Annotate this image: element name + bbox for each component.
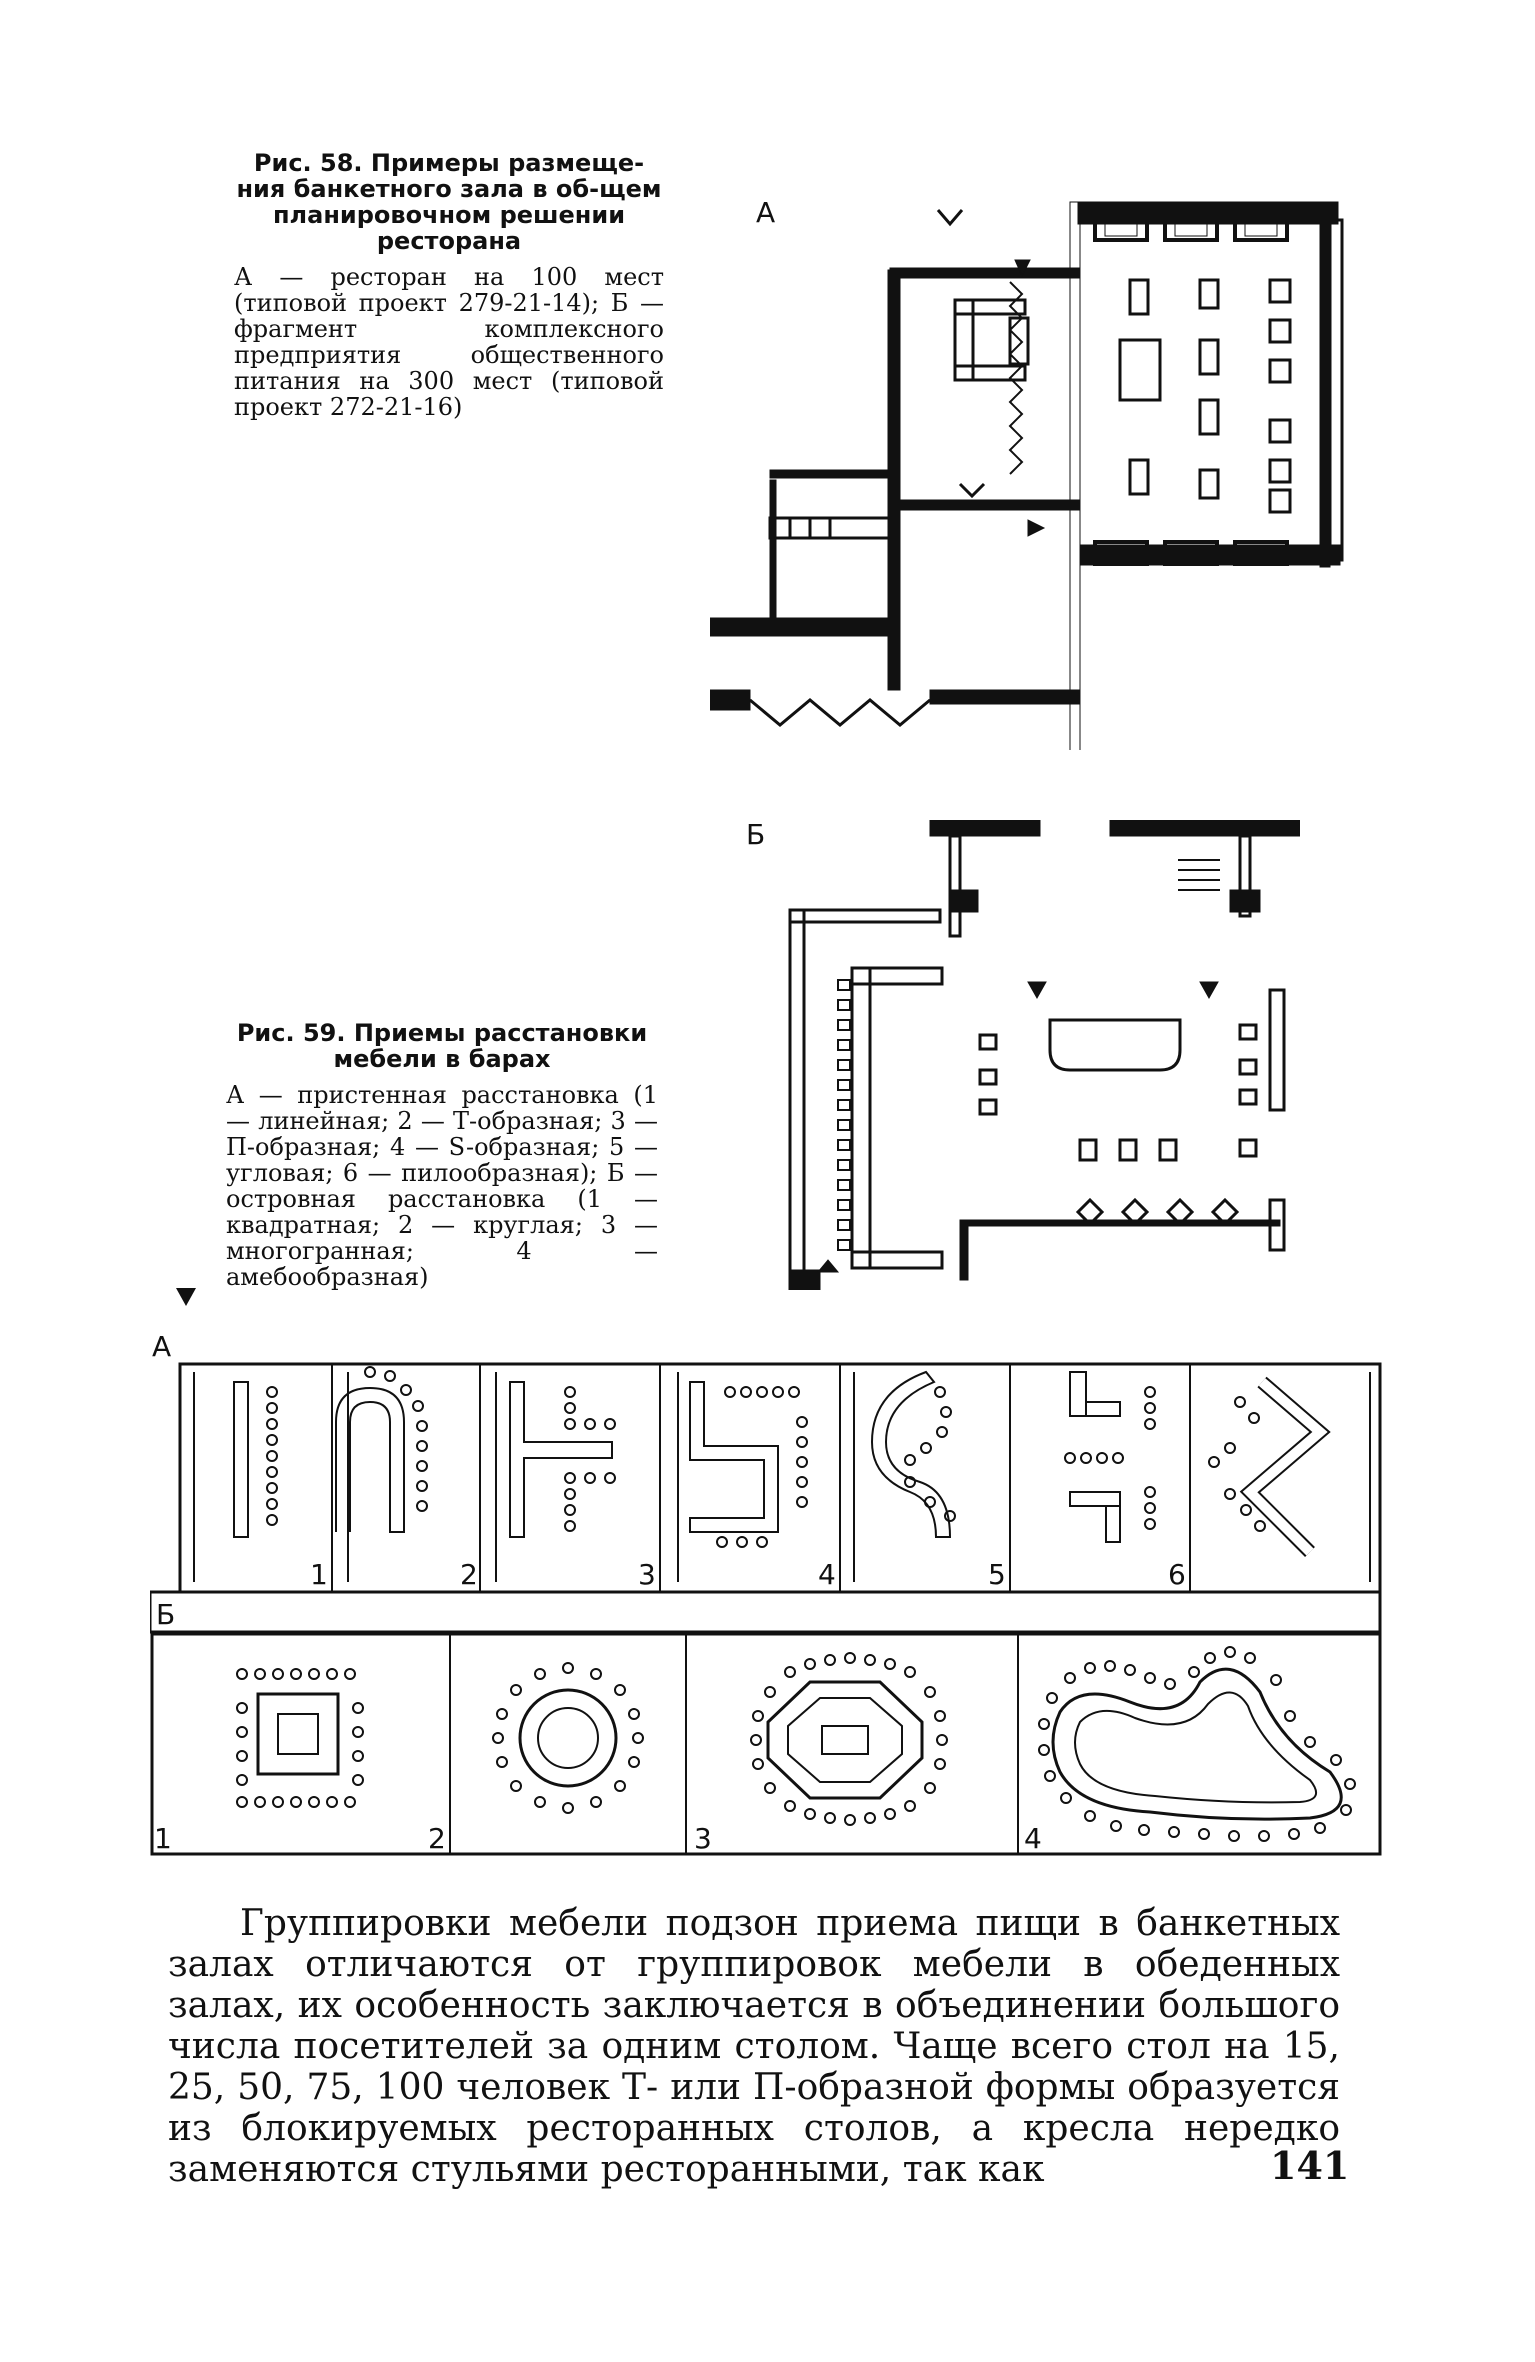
- fig58-label-a: А: [756, 196, 776, 229]
- body-paragraph: Группировки мебели подзон приема пищи в …: [168, 1903, 1340, 2190]
- fig58-text: А — ресторан на 100 мест (типовой проект…: [234, 263, 664, 421]
- fig59-text: А — пристенная расстановка (1 — линейная…: [226, 1081, 658, 1291]
- row-a-num-6: 6: [1168, 1558, 1186, 1591]
- fig59-caption: Рис. 59. Приемы расстановки мебели в бар…: [226, 1020, 658, 1290]
- fig59-label-b: Б: [156, 1598, 175, 1631]
- fig58-title: Рис. 58. Примеры размеще-ния банкетного …: [236, 149, 662, 255]
- row-b-num-4: 4: [1024, 1822, 1042, 1855]
- row-a-num-1: 1: [310, 1558, 328, 1591]
- row-a-num-2: 2: [460, 1558, 478, 1591]
- fig59-row-b: 1 2 3 4: [150, 1632, 1382, 1856]
- row-b-num-1: 1: [154, 1822, 172, 1855]
- fig59-title: Рис. 59. Приемы расстановки мебели в бар…: [236, 1019, 648, 1073]
- fig59-label-a: А: [152, 1330, 172, 1363]
- row-b-num-3: 3: [694, 1822, 712, 1855]
- fig58-plan-b: [788, 820, 1300, 1290]
- row-b-num-2: 2: [428, 1822, 446, 1855]
- page-number: 141: [1270, 2143, 1350, 2188]
- fig59-marker-arrow: [176, 1288, 196, 1306]
- row-a-num-5: 5: [988, 1558, 1006, 1591]
- fig58-caption: Рис. 58. Примеры размеще-ния банкетного …: [234, 150, 664, 420]
- fig59-row-b-band: Б: [150, 1590, 1382, 1634]
- row-a-num-4: 4: [818, 1558, 836, 1591]
- fig58-plan-a: [710, 201, 1344, 750]
- row-a-num-3: 3: [638, 1558, 656, 1591]
- fig58-label-b: Б: [746, 818, 766, 851]
- fig59-row-a: 1 2 3 4 5 6: [178, 1362, 1382, 1594]
